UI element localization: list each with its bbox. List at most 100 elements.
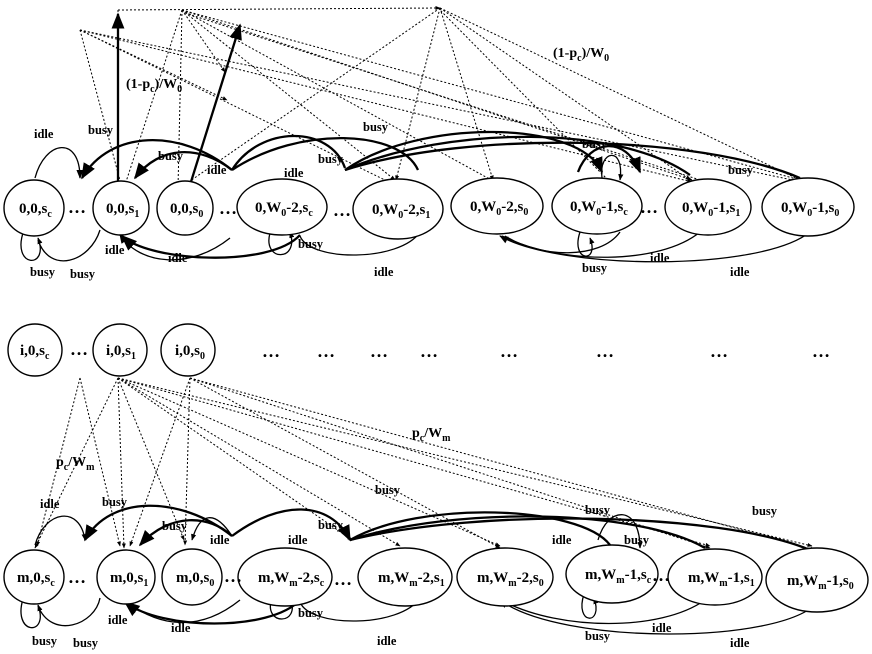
ellipsis: … (68, 197, 87, 217)
edge-label-busy: busy (298, 237, 324, 251)
ellipsis: … (500, 341, 519, 361)
svg-text:m,Wm-2,sc: m,Wm-2,sc (258, 570, 325, 589)
svg-text:m,0,s1: m,0,s1 (110, 570, 148, 589)
edge-label-idle: idle (34, 127, 54, 141)
ellipsis: … (710, 341, 729, 361)
svg-text:m,Wm-1,s0: m,Wm-1,s0 (787, 573, 854, 592)
edge-label-idle: idle (288, 533, 308, 547)
state-0-0-sc: 0,0,sc (3, 179, 65, 237)
state-i-0-s0: i,0,s0 (160, 323, 216, 377)
top-row-states: 0,0,sc 0,0,s1 0,0,s0 0,W0-2,sc 0,W0-2,s1… (3, 177, 855, 240)
bottom-row-edges (20, 377, 819, 635)
prob-label-bottom-right: pc/Wm (412, 426, 451, 444)
edge-label-busy: busy (30, 265, 56, 279)
edge-label-idle: idle (210, 533, 230, 547)
edge-label-busy: busy (363, 120, 389, 134)
edge-label-busy: busy (582, 261, 608, 275)
state-0-w0m2-sc: 0,W0-2,sc (236, 178, 328, 236)
edge-label-busy: busy (298, 606, 324, 620)
edge-label-busy: busy (624, 533, 650, 547)
svg-text:m,Wm-1,s1: m,Wm-1,s1 (688, 570, 755, 589)
ellipsis: … (219, 198, 238, 218)
svg-text:0,W0-1,s0: 0,W0-1,s0 (781, 200, 839, 219)
edge-label-idle: idle (730, 265, 750, 279)
state-m-wmm1-s0: m,Wm-1,s0 (765, 547, 869, 613)
edge-label-busy: busy (158, 149, 184, 163)
state-m-0-sc: m,0,sc (3, 549, 65, 605)
state-m-wmm2-s0: m,Wm-2,s0 (456, 547, 554, 607)
edge-label-busy: busy (88, 123, 114, 137)
edge-label-busy: busy (70, 267, 96, 281)
edge-label-busy: busy (73, 636, 99, 650)
state-m-wmm2-sc: m,Wm-2,sc (237, 547, 333, 607)
ellipsis: … (262, 341, 281, 361)
svg-text:0,0,sc: 0,0,sc (19, 201, 52, 220)
edge-label-idle: idle (552, 533, 572, 547)
svg-text:0,W0-2,s1: 0,W0-2,s1 (372, 202, 430, 221)
prob-label-top-right: (1-pc)/W0 (553, 46, 609, 64)
svg-text:0,W0-2,sc: 0,W0-2,sc (255, 200, 313, 219)
state-m-wmm1-s1: m,Wm-1,s1 (667, 548, 763, 606)
state-i-0-sc: i,0,sc (7, 323, 63, 377)
edge-label-idle: idle (374, 265, 394, 279)
middle-row-states: i,0,sc i,0,s1 i,0,s0 (7, 323, 216, 377)
state-0-w0m2-s0: 0,W0-2,s0 (450, 177, 544, 235)
prob-label-top-left: (1-pc)/W0 (126, 77, 182, 95)
state-m-wmm1-sc: m,Wm-1,sc (565, 544, 659, 604)
svg-text:m,Wm-1,sc: m,Wm-1,sc (585, 567, 652, 586)
bottom-row-states: m,0,sc m,0,s1 m,0,s0 m,Wm-2,sc m,Wm-2,s1… (3, 544, 869, 613)
state-0-w0m1-s1: 0,W0-1,s1 (664, 178, 752, 236)
top-dotted-transitions (79, 6, 803, 190)
svg-text:0,W0-1,s1: 0,W0-1,s1 (682, 200, 740, 219)
state-m-0-s1: m,0,s1 (96, 549, 156, 605)
edge-label-busy: busy (585, 503, 611, 517)
edge-label-idle: idle (377, 634, 397, 648)
state-0-w0m2-s1: 0,W0-2,s1 (352, 178, 444, 240)
state-0-w0m1-sc: 0,W0-1,sc (551, 177, 643, 235)
ellipsis: … (68, 567, 87, 587)
svg-text:m,0,sc: m,0,sc (17, 570, 55, 589)
edge-label-busy: busy (32, 634, 58, 648)
state-0-w0m1-s0: 0,W0-1,s0 (761, 177, 855, 237)
edge-label-idle: idle (108, 613, 128, 627)
ellipsis: … (652, 565, 671, 585)
edge-label-idle: idle (284, 166, 304, 180)
edge-label-busy: busy (585, 629, 611, 643)
edge-label-idle: idle (650, 251, 670, 265)
prob-label-bottom-left: pc/Wm (56, 455, 95, 473)
svg-text:m,0,s0: m,0,s0 (176, 570, 214, 589)
svg-text:0,W0-1,sc: 0,W0-1,sc (570, 199, 628, 218)
ellipsis: … (70, 339, 89, 359)
state-i-0-s1: i,0,s1 (92, 323, 148, 377)
svg-text:m,Wm-2,s1: m,Wm-2,s1 (378, 570, 445, 589)
state-m-0-s0: m,0,s0 (161, 548, 223, 606)
edge-label-busy: busy (582, 137, 608, 151)
state-0-0-s1: 0,0,s1 (92, 180, 150, 236)
state-m-wmm2-s1: m,Wm-2,s1 (357, 547, 453, 607)
svg-text:0,W0-2,s0: 0,W0-2,s0 (470, 199, 528, 218)
edge-label-idle: idle (730, 636, 750, 650)
state-0-0-s0: 0,0,s0 (156, 180, 214, 236)
ellipsis: … (370, 341, 389, 361)
edge-label-busy: busy (318, 152, 344, 166)
edge-labels: idle busy busy idle idle busy busy busy … (30, 46, 778, 650)
edge-label-idle: idle (40, 497, 60, 511)
svg-text:0,0,s0: 0,0,s0 (170, 201, 203, 220)
edge-label-busy: busy (162, 519, 188, 533)
edge-label-busy: busy (728, 163, 754, 177)
edge-label-idle: idle (171, 621, 191, 635)
edge-label-idle: idle (105, 243, 125, 257)
ellipsis-markers: … … … … … … … … … … … … … … … … … (68, 197, 830, 589)
edge-label-idle: idle (652, 621, 672, 635)
svg-text:i,0,s1: i,0,s1 (106, 343, 136, 362)
svg-text:0,0,s1: 0,0,s1 (106, 201, 139, 220)
edge-label-busy: busy (102, 495, 128, 509)
ellipsis: … (224, 566, 243, 586)
edge-label-busy: busy (318, 518, 344, 532)
svg-text:i,0,s0: i,0,s0 (175, 343, 205, 362)
ellipsis: … (640, 197, 659, 217)
ellipsis: … (334, 569, 353, 589)
svg-text:i,0,sc: i,0,sc (20, 343, 50, 362)
svg-text:m,Wm-2,s0: m,Wm-2,s0 (477, 570, 544, 589)
